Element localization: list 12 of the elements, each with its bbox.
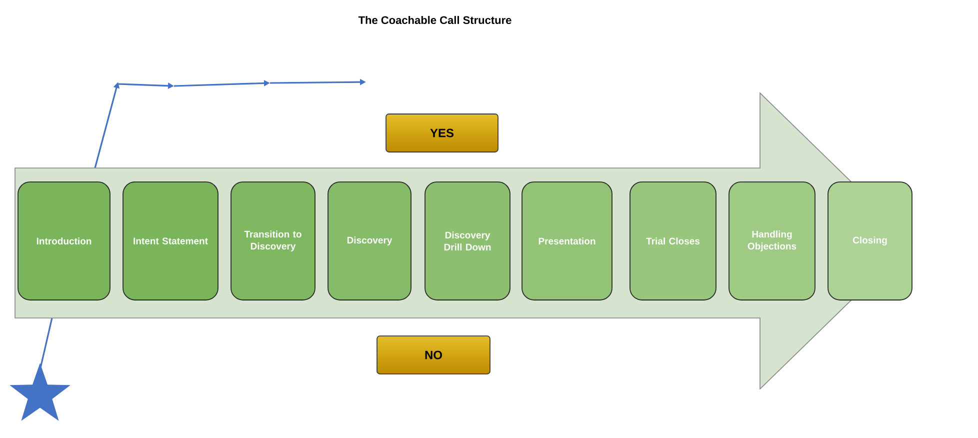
step-box: Closing (828, 182, 912, 300)
title: The Coachable Call Structure (358, 16, 512, 24)
answer-box: YES (386, 114, 498, 152)
step-box: Trial Closes (630, 182, 716, 300)
step-box: Transition to Discovery (230, 182, 316, 300)
step-box: Discovery (328, 182, 412, 300)
step-box: Introduction (18, 182, 110, 300)
answer-box: NO (376, 336, 490, 374)
step-box: Discovery Drill Down (424, 182, 510, 300)
step-box: Intent Statement (122, 182, 218, 300)
step-box: Presentation (522, 182, 612, 300)
step-box: Handling Objections (728, 182, 816, 300)
